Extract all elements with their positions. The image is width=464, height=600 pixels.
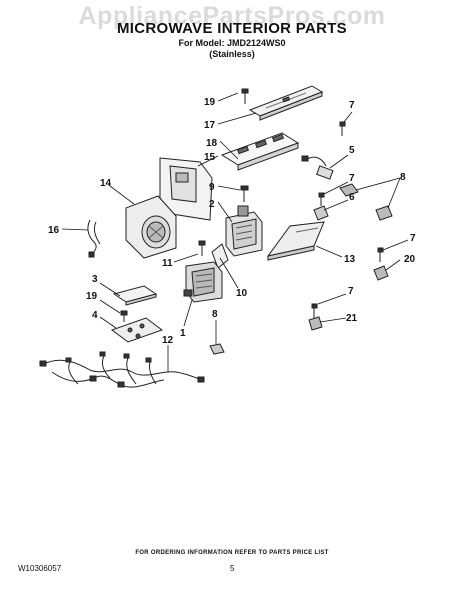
part-switch-21 <box>308 316 323 331</box>
callout-numbers: 19 17 18 15 14 16 9 2 11 10 1 3 19 4 12 … <box>48 97 416 346</box>
callout-18: 18 <box>206 138 218 149</box>
callout-9: 9 <box>209 182 215 193</box>
part-screw-right-2 <box>318 192 325 206</box>
part-main-wire-harness <box>39 351 205 388</box>
part-screw-right-4 <box>311 303 318 318</box>
part-top-bracket <box>248 85 324 121</box>
callout-14: 14 <box>100 178 112 189</box>
callout-19-left: 19 <box>86 291 98 302</box>
callout-7-d: 7 <box>348 286 354 297</box>
part-screw-magnetron <box>240 185 249 202</box>
part-transformer <box>183 261 223 303</box>
part-fan-motor <box>125 195 177 259</box>
part-board <box>110 317 164 343</box>
callout-7-a: 7 <box>349 100 355 111</box>
callout-20: 20 <box>404 254 416 265</box>
page-title: MICROWAVE INTERIOR PARTS <box>117 20 347 37</box>
model-number: For Model: JMD2124WS0 <box>178 38 286 48</box>
callout-11: 11 <box>162 258 173 269</box>
part-screw-right-1 <box>339 121 346 136</box>
part-magnetron <box>225 205 263 257</box>
callout-15: 15 <box>204 152 216 163</box>
part-switch-center <box>209 343 225 355</box>
callout-7-b: 7 <box>349 173 355 184</box>
part-switch-20 <box>373 265 389 281</box>
part-screw-right-3 <box>377 247 384 262</box>
part-switch-6 <box>313 205 329 221</box>
callout-17: 17 <box>204 120 216 131</box>
part-transformer-bracket <box>211 243 229 269</box>
callout-4: 4 <box>92 310 98 321</box>
callout-2: 2 <box>209 199 215 210</box>
callout-5: 5 <box>349 145 355 156</box>
part-screw-top <box>241 88 249 104</box>
page-number: 5 <box>230 564 235 573</box>
leader-lines <box>61 92 409 372</box>
callout-1: 1 <box>180 328 186 339</box>
document-number: W10306057 <box>18 564 62 573</box>
callout-8-center: 8 <box>212 309 218 320</box>
finish-label: (Stainless) <box>209 49 255 59</box>
callout-13: 13 <box>344 254 356 265</box>
callout-3: 3 <box>92 274 98 285</box>
part-air-guide <box>159 157 213 221</box>
callout-7-c: 7 <box>410 233 416 244</box>
part-waveguide-cover <box>220 132 300 171</box>
part-screw-left <box>120 310 128 322</box>
callout-10: 10 <box>236 288 248 299</box>
callout-8-right: 8 <box>400 172 406 183</box>
part-waveguide-bracket <box>266 221 325 261</box>
part-plate <box>112 285 158 306</box>
part-switch-right <box>339 183 393 221</box>
callout-12: 12 <box>162 335 174 346</box>
ordering-note: FOR ORDERING INFORMATION REFER TO PARTS … <box>135 550 329 556</box>
part-screw-transformer <box>198 240 206 256</box>
callout-21: 21 <box>346 313 358 324</box>
callout-6: 6 <box>349 192 355 203</box>
watermark: AppliancePartsPros.com <box>78 2 386 30</box>
part-thermal-wires <box>87 219 101 258</box>
part-fuse <box>301 155 334 180</box>
callout-19-top: 19 <box>204 97 216 108</box>
callout-16: 16 <box>48 225 60 236</box>
